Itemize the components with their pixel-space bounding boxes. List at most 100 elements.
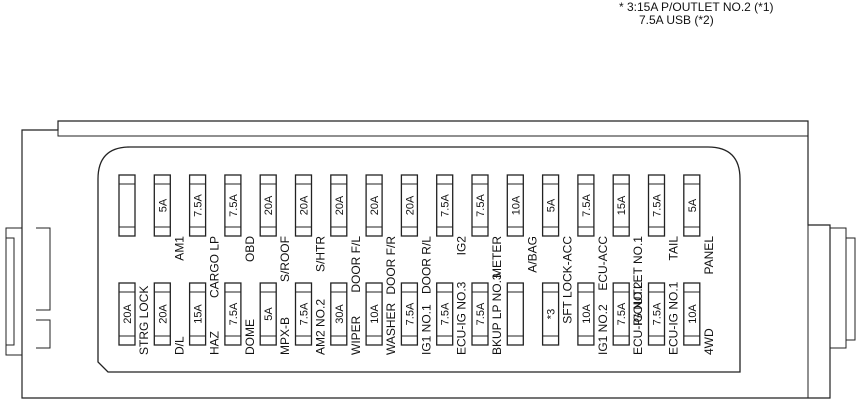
top-row-fuse: 20A DOOR F/R <box>365 174 398 295</box>
fuse-amp-label: 20A <box>404 195 416 215</box>
fuse-name-label: DOOR F/L <box>349 236 363 293</box>
fuse-body <box>259 282 277 346</box>
fuse-amp-label: 7.5A <box>404 302 416 325</box>
fuse-amp-label: 10A <box>369 304 381 324</box>
fuse-amp-label: 10A <box>687 304 699 324</box>
fuse-name-label: METER <box>490 236 504 278</box>
fuse-name-label: TAIL <box>667 236 681 261</box>
top-row-fuse: 7.5A METER <box>471 174 504 278</box>
fuse-name-label: CARGO LP <box>208 236 222 298</box>
footnote-line-2: 7.5A USB (*2) <box>639 13 714 27</box>
fuse-body <box>330 174 348 237</box>
fuse-amp-label: 5A <box>546 198 558 212</box>
fuse-amp-label: 30A <box>334 304 346 324</box>
fuse-amp-label: 20A <box>334 195 346 215</box>
bottom-row-fuse <box>506 282 524 346</box>
fuse-name-label: WASHER <box>384 302 398 355</box>
fuse-amp-label: 5A <box>157 198 169 212</box>
fuse-name-label: ECU-IG NO.3 <box>455 281 469 355</box>
fuse-name-label: OBD <box>243 236 257 262</box>
fuse-amp-label: 7.5A <box>228 302 240 325</box>
housing-inner-ledge <box>57 121 808 137</box>
top-row-fuse: 5A SFT LOCK-ACC <box>541 174 575 324</box>
footnote-line-1: * 3:15A P/OUTLET NO.2 (*1) <box>619 0 774 14</box>
fuse-amp-label: 7.5A <box>299 302 311 325</box>
fuse-body <box>647 282 666 346</box>
top-row-fuse: 7.5A ECU-ACC <box>577 174 610 291</box>
fuse-name-label: DOOR F/R <box>384 236 398 295</box>
fuse-amp-label: 20A <box>299 195 311 215</box>
fuse-name-label: ECU-IG NO.2 <box>631 281 645 355</box>
top-row-fuse: 7.5A TAIL <box>647 174 681 261</box>
fuse-body <box>224 282 242 346</box>
fuse-amp-label: 7.5A <box>440 302 452 325</box>
fuse-body <box>612 174 630 237</box>
fuse-body <box>400 282 419 346</box>
fuse-name-label: IG1 NO.2 <box>596 304 610 355</box>
fuse-name-label: DOME <box>243 319 257 355</box>
fuse-name-label: STRG LOCK <box>137 286 151 355</box>
fuse-name-label: 4WD <box>702 328 716 355</box>
fuse-name-label: A/BAG <box>525 236 539 273</box>
fuse-amp-label: 5A <box>687 198 699 212</box>
fuse-body <box>683 174 701 237</box>
fuse-amp-label: 10A <box>581 304 593 324</box>
fuse-amp-label: 20A <box>122 304 134 324</box>
fuse-amp-label: 7.5A <box>475 302 487 325</box>
top-row-fuse: 10A A/BAG <box>506 174 539 273</box>
fuse-amp-label: 15A <box>616 195 628 215</box>
fuse-body <box>365 174 383 237</box>
top-row-fuse <box>118 174 136 237</box>
fuse-amp-label: 7.5A <box>193 194 205 217</box>
fuse-amp-label: 7.5A <box>652 194 664 217</box>
fuse-name-label: ECU-ACC <box>596 236 610 291</box>
top-row-fuse: 20A DOOR F/L <box>330 174 363 293</box>
top-row-fuse: 15A P/OUTLET NO.1 <box>612 174 645 326</box>
fuse-name-label: BKUP LP NO.3 <box>490 273 504 355</box>
fuse-amp-label: *3 <box>546 309 558 319</box>
fuse-amp-label: 20A <box>369 195 381 215</box>
fuse-amp-label: 7.5A <box>652 302 664 325</box>
fuse-amp-label: 7.5A <box>581 194 593 217</box>
fuse-name-label: P/OUTLET NO.1 <box>631 236 645 326</box>
fuse-amp-label: 10A <box>510 195 522 215</box>
fuse-amp-label: 7.5A <box>440 194 452 217</box>
fuse-amp-label: 7.5A <box>475 194 487 217</box>
fuse-name-label: D/L <box>172 336 186 355</box>
fuse-body <box>436 174 454 237</box>
fuse-body <box>153 174 171 237</box>
left-clip <box>5 227 22 356</box>
fuse-name-label: SFT LOCK-ACC <box>561 236 575 324</box>
fuse-amp-label: 20A <box>263 195 275 215</box>
fuse-name-label: MPX-B <box>278 317 292 355</box>
fuse-body <box>188 174 207 237</box>
fuse-body <box>612 282 630 346</box>
fuse-body <box>224 174 242 237</box>
fuse-body <box>577 282 595 346</box>
fuse-body <box>118 174 136 237</box>
fuse-body <box>294 282 313 346</box>
fuse-body <box>330 282 348 346</box>
fuse-name-label: DOOR R/L <box>419 236 433 294</box>
fuse-name-label: IG1 NO.1 <box>419 304 433 355</box>
fuse-name-label: AM2 NO.2 <box>314 299 328 355</box>
fuse-name-label: ECU-IG NO.1 <box>667 281 681 355</box>
fuse-name-label: HAZ <box>208 331 222 355</box>
